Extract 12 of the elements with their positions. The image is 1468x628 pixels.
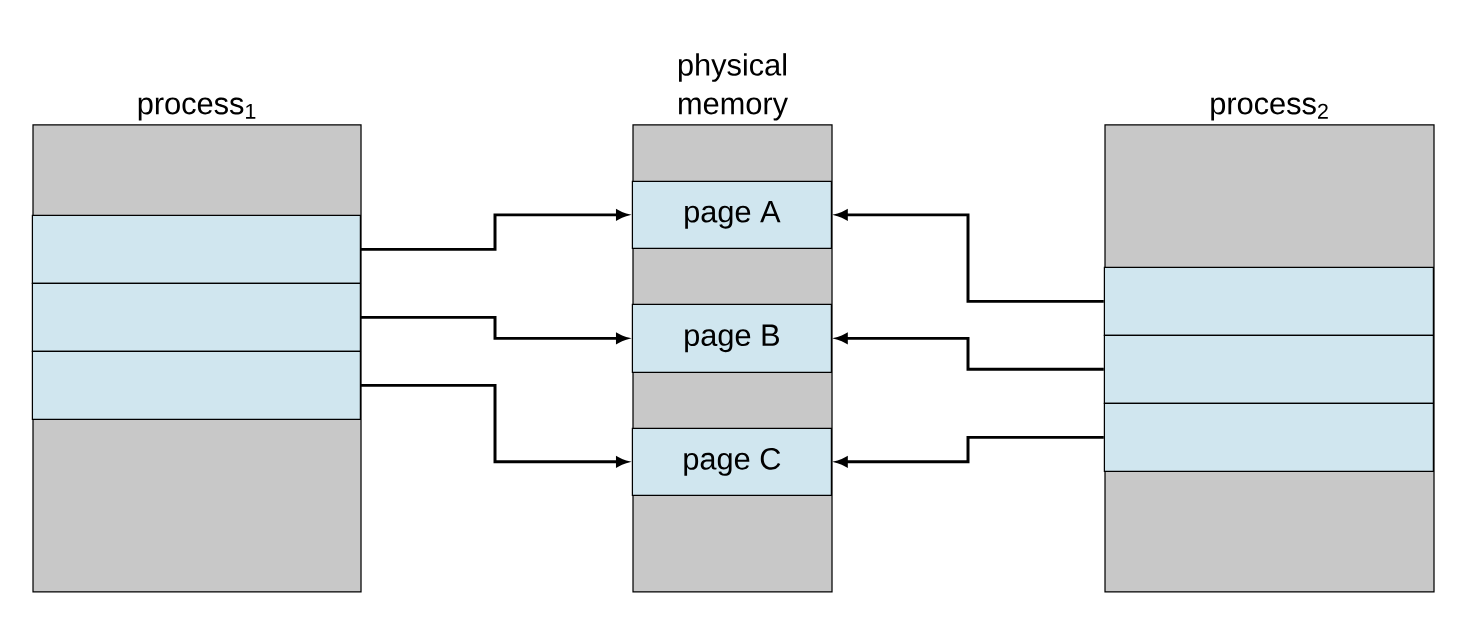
node-label: process$_{2}$ <box>1211 97 1328 121</box>
memory-segment <box>31 350 361 420</box>
memory-segment <box>1103 334 1434 404</box>
page-box: page B <box>631 303 832 373</box>
page-box: page A <box>631 180 832 249</box>
memory-segment <box>1103 266 1434 336</box>
memory-segment <box>31 282 361 352</box>
node-label: process$_{1}$ <box>138 97 256 121</box>
memory-segment <box>1103 402 1434 472</box>
memory-segment <box>31 214 361 284</box>
page-box: page C <box>631 427 832 496</box>
node-label: physical memory <box>678 53 788 121</box>
